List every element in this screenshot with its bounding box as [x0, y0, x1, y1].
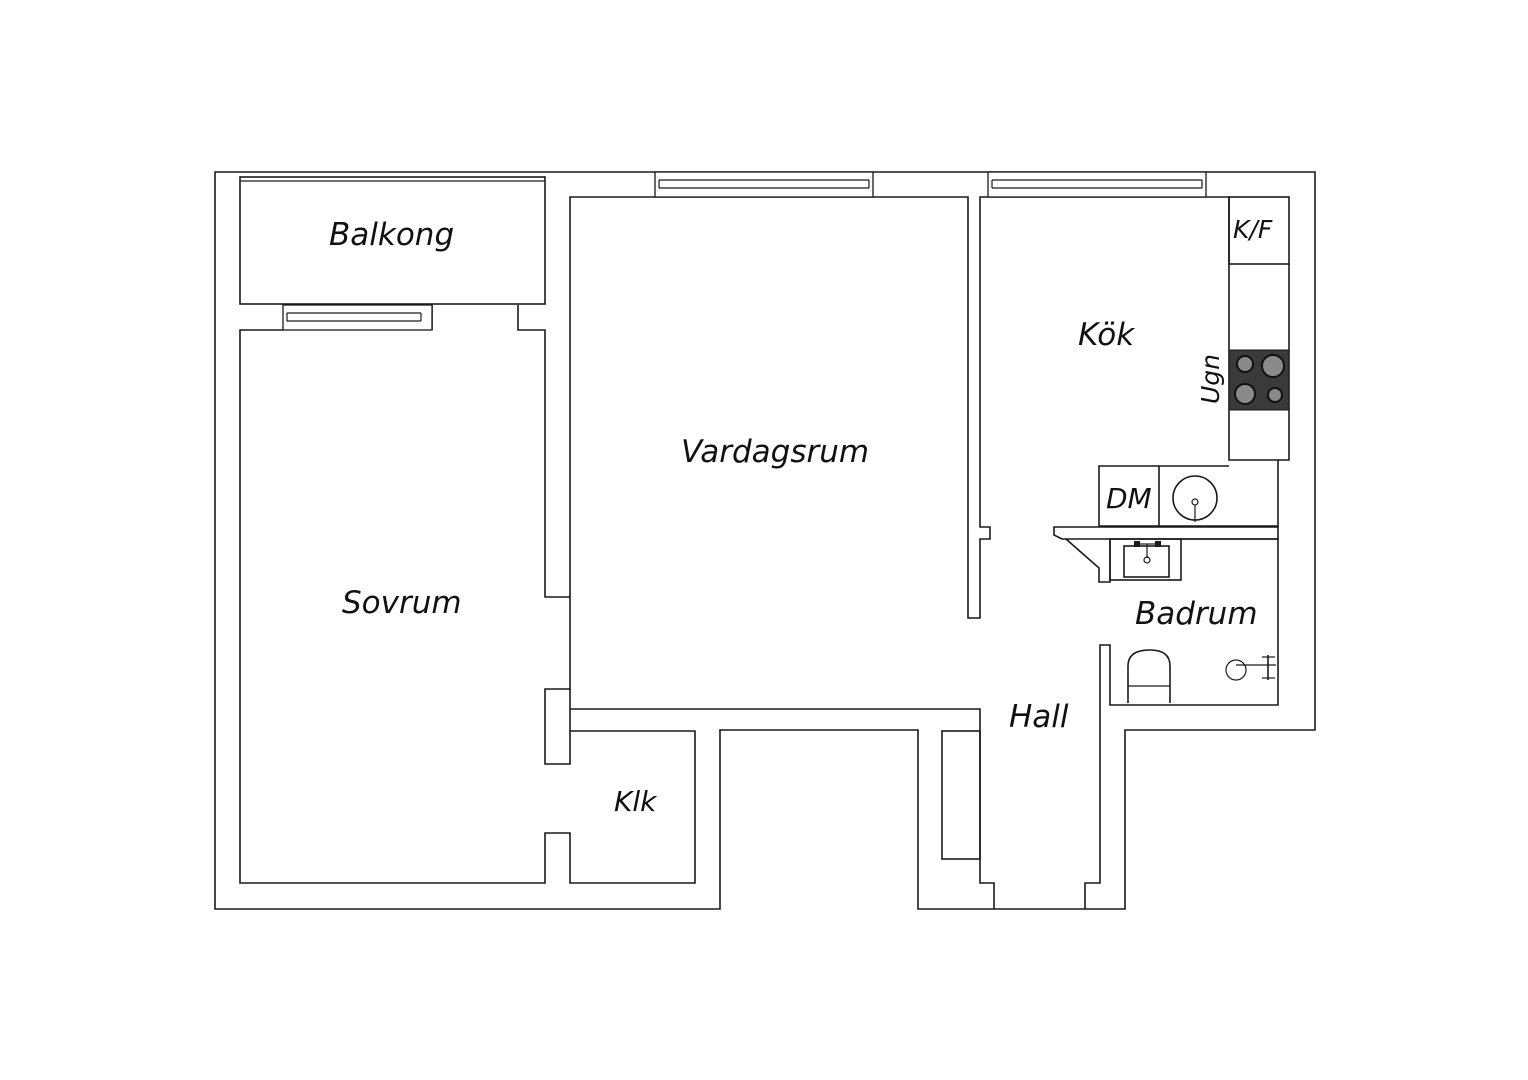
bathroom-sink-cabinet	[1109, 538, 1182, 581]
burner-icon	[1234, 383, 1256, 405]
hall-closet	[941, 730, 981, 860]
burner-icon	[1267, 387, 1283, 403]
room-label-hall: Hall	[1009, 699, 1069, 735]
room-label-sovrum: Sovrum	[342, 585, 462, 621]
living-room-interior	[569, 196, 1279, 619]
bathroom-drain-icon	[1143, 556, 1151, 564]
room-label-badrum: Badrum	[1135, 596, 1258, 632]
fridge-freezer	[1228, 196, 1290, 265]
burner-icon	[1236, 355, 1254, 373]
fixture-label-oven: Ugn	[1196, 353, 1225, 404]
window	[654, 171, 874, 198]
faucet-right-icon	[1155, 541, 1161, 547]
exterior-wall	[214, 171, 1316, 910]
faucet-left-icon	[1134, 541, 1140, 547]
fixture-label-dishwasher: DM	[1106, 482, 1152, 515]
kitchen-counter-right	[1278, 264, 1290, 461]
room-label-vardagsrum: Vardagsrum	[681, 434, 870, 470]
room-label-kok: Kök	[1078, 317, 1135, 353]
burner-icon	[1261, 354, 1285, 378]
window	[282, 304, 433, 331]
room-label-klk: Klk	[614, 785, 657, 818]
window	[987, 171, 1207, 198]
balcony-outline	[239, 176, 546, 305]
toilet-icon	[1127, 649, 1171, 703]
room-label-balkong: Balkong	[329, 217, 455, 253]
shower-head-icon	[1225, 659, 1247, 681]
fixture-label-fridge-freezer: K/F	[1233, 215, 1273, 244]
